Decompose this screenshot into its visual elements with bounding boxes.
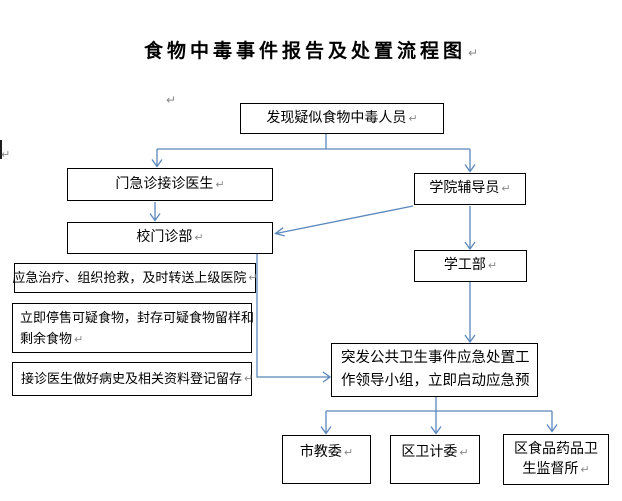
- flow-box-school-clinic[interactable]: 校门诊部↵: [67, 222, 273, 254]
- paragraph-mark: ↵: [408, 111, 418, 125]
- arrowhead-clinic: [149, 213, 161, 222]
- arrowhead-student-affairs: [464, 241, 476, 251]
- paragraph-mark: ↵: [166, 93, 177, 107]
- arrowhead-lead-group-top: [464, 334, 476, 344]
- flow-box-medical-record-keeping[interactable]: 接诊医生做好病史及相关资料登记留存↵: [12, 362, 254, 396]
- box-label: 接诊医生做好病史及相关资料登记留存: [21, 371, 243, 386]
- arrowhead-lead-group-left: [322, 371, 332, 383]
- flow-box-emergency-leading-group[interactable]: 突发公共卫生事件应急处置工 作领导小组，立即启动应急预: [331, 343, 538, 397]
- paragraph-mark: ↵: [501, 182, 511, 195]
- paragraph-mark: ↵: [74, 333, 84, 346]
- paragraph-mark: ↵: [248, 271, 258, 284]
- box-label-line1: 立即停售可疑食物，封存可疑食物留样和: [20, 310, 255, 325]
- arrowhead-clinic-right: [274, 227, 285, 237]
- arrowhead-edu-committee: [320, 426, 332, 435]
- flow-box-stop-sale-seal-food[interactable]: 立即停售可疑食物，封存可疑食物留样和 剩余食物↵: [12, 303, 255, 353]
- flow-box-city-education-committee[interactable]: 市教委↵: [282, 435, 371, 484]
- connector-clinic-to-lead-group: [256, 254, 329, 378]
- box-label-line2: 作领导小组，立即启动应急预: [341, 373, 530, 389]
- box-label-line1: 区食品药品卫: [514, 442, 598, 457]
- box-label-line2: 剩余食物: [20, 331, 73, 346]
- page-title-text: 食物中毒事件报告及处置流程图: [143, 41, 466, 62]
- paragraph-mark: ↵: [194, 231, 204, 244]
- flow-box-student-affairs-dept[interactable]: 学工部↵: [414, 250, 527, 282]
- box-label-line2: 生监督所: [522, 462, 579, 477]
- paragraph-mark: ↵: [459, 446, 469, 459]
- arrowhead-er-doctor: [151, 159, 163, 168]
- paragraph-mark: ↵: [343, 446, 354, 459]
- flow-box-college-counselor[interactable]: 学院辅导员↵: [414, 173, 526, 205]
- arrowhead-fda: [546, 424, 558, 433]
- box-label: 学工部: [443, 258, 486, 273]
- paragraph-mark: ↵: [580, 463, 590, 476]
- cursor-bar: [0, 140, 2, 159]
- box-label: 校门诊部: [136, 230, 193, 245]
- box-label: 学院辅导员: [429, 181, 500, 196]
- box-label: 市教委: [299, 445, 342, 460]
- box-label: 区卫计委: [401, 445, 458, 460]
- arrowhead-health-committee: [430, 426, 442, 435]
- paragraph-mark: ↵: [215, 177, 225, 191]
- page-title: 食物中毒事件报告及处置流程图↵: [0, 36, 622, 63]
- box-label-line1: 突发公共卫生事件应急处置工: [341, 350, 530, 366]
- paragraph-mark: ↵: [1, 148, 11, 161]
- box-label: 应急治疗、组织抢救，及时转送上级医院: [12, 270, 247, 285]
- flow-box-discover-suspected-poisoning[interactable]: 发现疑似食物中毒人员↵: [240, 103, 444, 134]
- flow-box-er-doctor[interactable]: 门急诊接诊医生↵: [67, 168, 273, 201]
- paragraph-mark: ↵: [467, 46, 479, 60]
- box-label: 门急诊接诊医生: [115, 176, 214, 192]
- paragraph-mark: ↵: [487, 259, 498, 272]
- flow-box-district-food-drug-supervision[interactable]: 区食品药品卫 生监督所↵: [503, 434, 609, 485]
- connector-counselor-to-clinic-diagonal: [275, 205, 414, 235]
- flow-box-district-health-committee[interactable]: 区卫计委↵: [390, 435, 480, 484]
- paragraph-mark: ↵: [244, 372, 254, 385]
- left-margin-paragraph-mark: ↵: [0, 140, 12, 161]
- flow-box-emergency-treatment[interactable]: 应急治疗、组织抢救，及时转送上级医院↵: [12, 263, 258, 293]
- box-label: 发现疑似食物中毒人员: [266, 110, 407, 126]
- arrowhead-counselor: [464, 164, 476, 173]
